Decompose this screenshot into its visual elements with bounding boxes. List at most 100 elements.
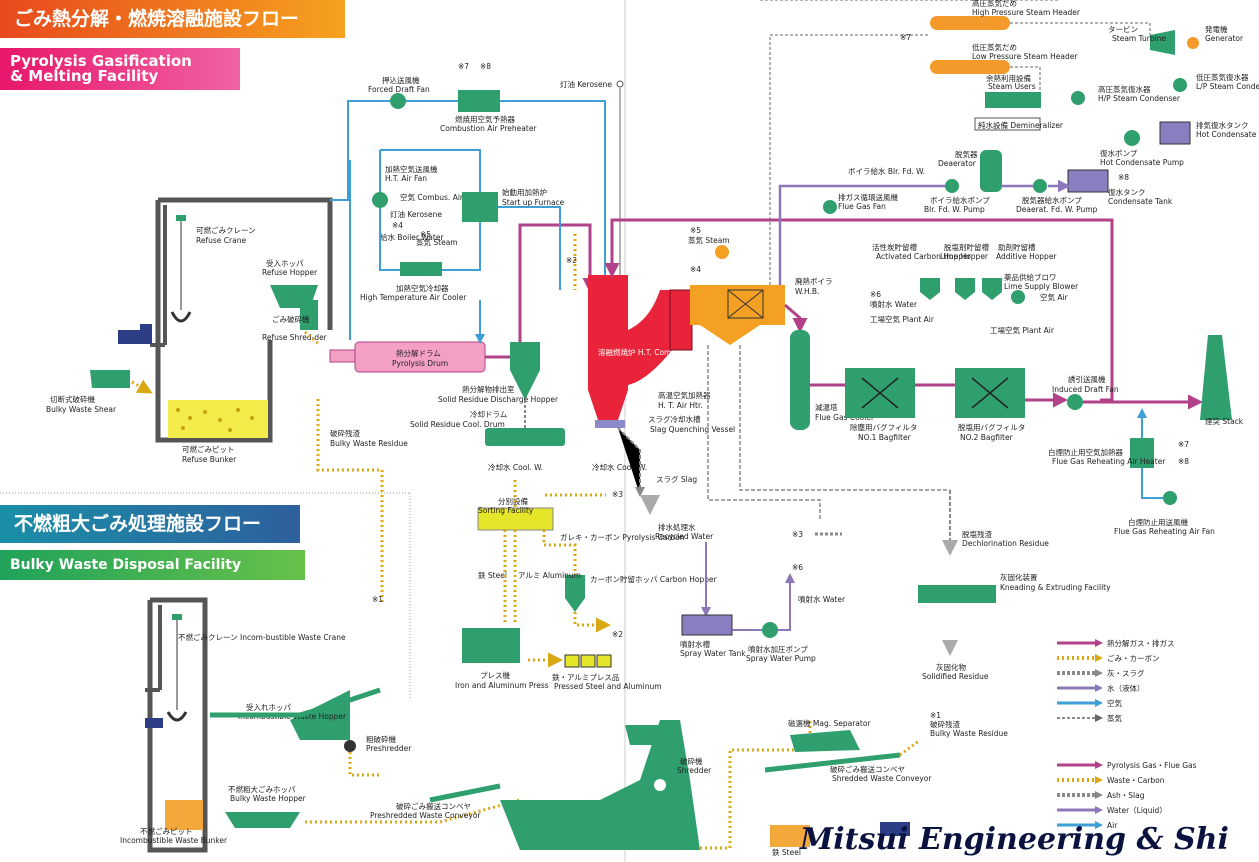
deaerat-pump-jp: 脱気器給水ポンプ xyxy=(1022,195,1082,205)
demineralizer xyxy=(974,117,1041,131)
water-spray: 噴射水 Water xyxy=(870,299,918,309)
startup-jp: 始動用加熱炉 xyxy=(502,187,547,197)
bulky-residue-flow xyxy=(316,398,384,602)
forced-draft-fan-icon xyxy=(390,93,406,109)
steel-bottom-label: 鉄 Steel xyxy=(772,847,801,857)
deaerator-jp: 脱気器 xyxy=(955,149,978,159)
combustion-air-line xyxy=(330,100,605,290)
pyrolysis-title-en: Pyrolysis Gasification & Melting Facilit… xyxy=(0,48,240,90)
sorting-jp: 分別設備 xyxy=(498,496,528,506)
spray-water-label: 噴射水 Water xyxy=(798,594,846,604)
hot-tank-en: Hot Condensate Tank xyxy=(1196,130,1259,139)
steel-label: 鉄 Steel xyxy=(478,570,507,580)
pyro-carbon: ガレキ・カーボン Pyrolysis Carbon xyxy=(560,532,685,542)
ht-air-htr-jp: 高温空気加熱器 xyxy=(658,390,711,400)
forced-fan-en: Forced Draft Fan xyxy=(368,85,430,94)
legend-en-label-0: Pyrolysis Gas・Flue Gas xyxy=(1107,761,1197,770)
cool-drum-en: Solid Residue Cool. Drum xyxy=(410,420,505,429)
kneading-extruding-facility xyxy=(918,585,996,603)
pyrolysis-title-en-line1: Pyrolysis Gasification xyxy=(10,52,192,70)
ref-5-drum: ※5 xyxy=(690,226,701,235)
turbine-jp: タービン xyxy=(1108,25,1138,34)
ref-7-hp: ※7 xyxy=(900,33,911,42)
recycled-water-en: Recycled Water xyxy=(655,532,714,541)
preshredder-en: Preshredder xyxy=(366,744,412,753)
reheat-fan-icon xyxy=(1163,491,1177,505)
spray-water-tank xyxy=(681,614,733,636)
carbon-flow xyxy=(542,530,577,575)
bag2-jp: 脱塩用バグフィルタ xyxy=(958,422,1025,432)
hot-pump-en: Hot Condensate Pump xyxy=(1100,158,1184,167)
legend-en-arrow-icon-3 xyxy=(1095,806,1103,814)
idf-jp: 誘引送風機 xyxy=(1068,374,1106,384)
flue-gas-cooler xyxy=(790,330,810,430)
drum-jp: 熱分解ドラム xyxy=(396,348,441,358)
slag-vessel-en: Slag Quenching Vessel xyxy=(650,425,735,434)
legend-jp-arrow-icon-0 xyxy=(1095,639,1103,647)
plant-air-2: 工場空気 Plant Air xyxy=(990,325,1055,335)
spray-line xyxy=(732,575,790,631)
legend-en-arrow-icon-0 xyxy=(1095,761,1103,769)
steam-turbine xyxy=(1150,30,1175,55)
dechlor-en: Dechlorination Residue xyxy=(962,539,1049,548)
pyrolysis-title-en-line2: & Melting Facility xyxy=(10,67,159,85)
steel-alu-flows xyxy=(503,530,517,625)
aluminum-label: アルミ Aluminum xyxy=(518,571,581,580)
flue-gas-reheating-air-heater xyxy=(1130,438,1154,468)
flue-fan-jp: 排ガス循環送風機 xyxy=(838,192,898,202)
cool-water-1: 冷却水 Cool. W. xyxy=(488,462,543,472)
bag2-en: NO.2 Bagfilter xyxy=(960,433,1014,442)
shredder2-en: Shredder xyxy=(677,766,712,775)
inc-truck-icon xyxy=(145,718,163,728)
pressed-en: Pressed Steel and Aluminum xyxy=(554,682,662,691)
whb-en: W.H.B. xyxy=(795,287,819,296)
hp-cond-jp: 高圧蒸気復水器 xyxy=(1098,84,1151,94)
ref-6-cooler: ※6 xyxy=(870,290,881,299)
pyrolysis-title-jp: ごみ熱分解・燃焼溶融施設フロー xyxy=(0,0,345,38)
carbon-hopper xyxy=(565,575,585,612)
lime-hopper-en: Lime Hopper xyxy=(940,252,989,261)
crane-trolley xyxy=(176,215,186,221)
lime-blower-en: Lime Supply Blower xyxy=(1004,282,1079,291)
hot-pump-jp: 復水ポンプ xyxy=(1100,148,1138,158)
tube-bank-cross xyxy=(727,289,764,319)
act-carbon-en: Activated Carbon Hopper xyxy=(876,252,972,261)
spray-tank-jp: 噴射水槽 xyxy=(680,639,710,649)
shredder xyxy=(500,720,700,850)
slag-pile-icon xyxy=(640,495,660,515)
solid-hopper-jp: 熱分解物排出室 xyxy=(462,384,515,394)
bagfilter2-cross-icon xyxy=(971,377,1009,409)
boiler-pump-jp: ボイラ給水ポンプ xyxy=(930,195,990,205)
shredder-jp: ごみ破砕機 xyxy=(272,314,310,324)
legend-jp-arrow-icon-3 xyxy=(1095,684,1103,692)
kneading-en: Kneading & Extruding Facility xyxy=(1000,583,1111,592)
dechlor-pile-icon xyxy=(942,540,958,556)
hp-header-en: High Pressure Steam Header xyxy=(972,8,1081,17)
ref-4-drum: ※4 xyxy=(690,265,701,274)
inc-bunker-building xyxy=(147,597,208,853)
preshredder-flow xyxy=(348,752,380,777)
cool-water-2: 冷却水 Cool. W. xyxy=(592,462,647,472)
bulky-waste-shear xyxy=(90,370,130,388)
inc-conveyor xyxy=(210,687,381,718)
refuse-crane-jp: 可燃ごみクレーン xyxy=(196,225,256,235)
idf-en: Induced Draft Fan xyxy=(1052,385,1119,394)
steam-users-jp: 余熱利用設備 xyxy=(986,73,1031,83)
kerosene-inlet-icon xyxy=(616,80,624,88)
lp-cond-jp: 低圧蒸気復水器 xyxy=(1196,72,1249,82)
preshredder-icon xyxy=(344,740,356,752)
legend-en-label-2: Ash・Slag xyxy=(1107,791,1145,800)
ht-fan-jp: 加熱空気送風機 xyxy=(385,164,438,174)
steel-pile xyxy=(770,825,810,847)
legend-jp-label-2: 灰・スラグ xyxy=(1107,668,1145,678)
bulky-hopper-en: Bulky Waste Hopper xyxy=(230,794,307,803)
dechlor-jp: 脱塩残渣 xyxy=(962,529,992,539)
bulky-hopper-flow xyxy=(305,798,521,824)
legend-jp-arrow-icon-2 xyxy=(1095,669,1103,677)
combustion-duct xyxy=(628,290,680,385)
induced-draft-fan-icon xyxy=(1067,394,1083,410)
deaerator xyxy=(980,150,1002,192)
inc-bunker-jp: 不燃ごみピット xyxy=(140,826,193,836)
generator-icon xyxy=(1187,37,1199,49)
